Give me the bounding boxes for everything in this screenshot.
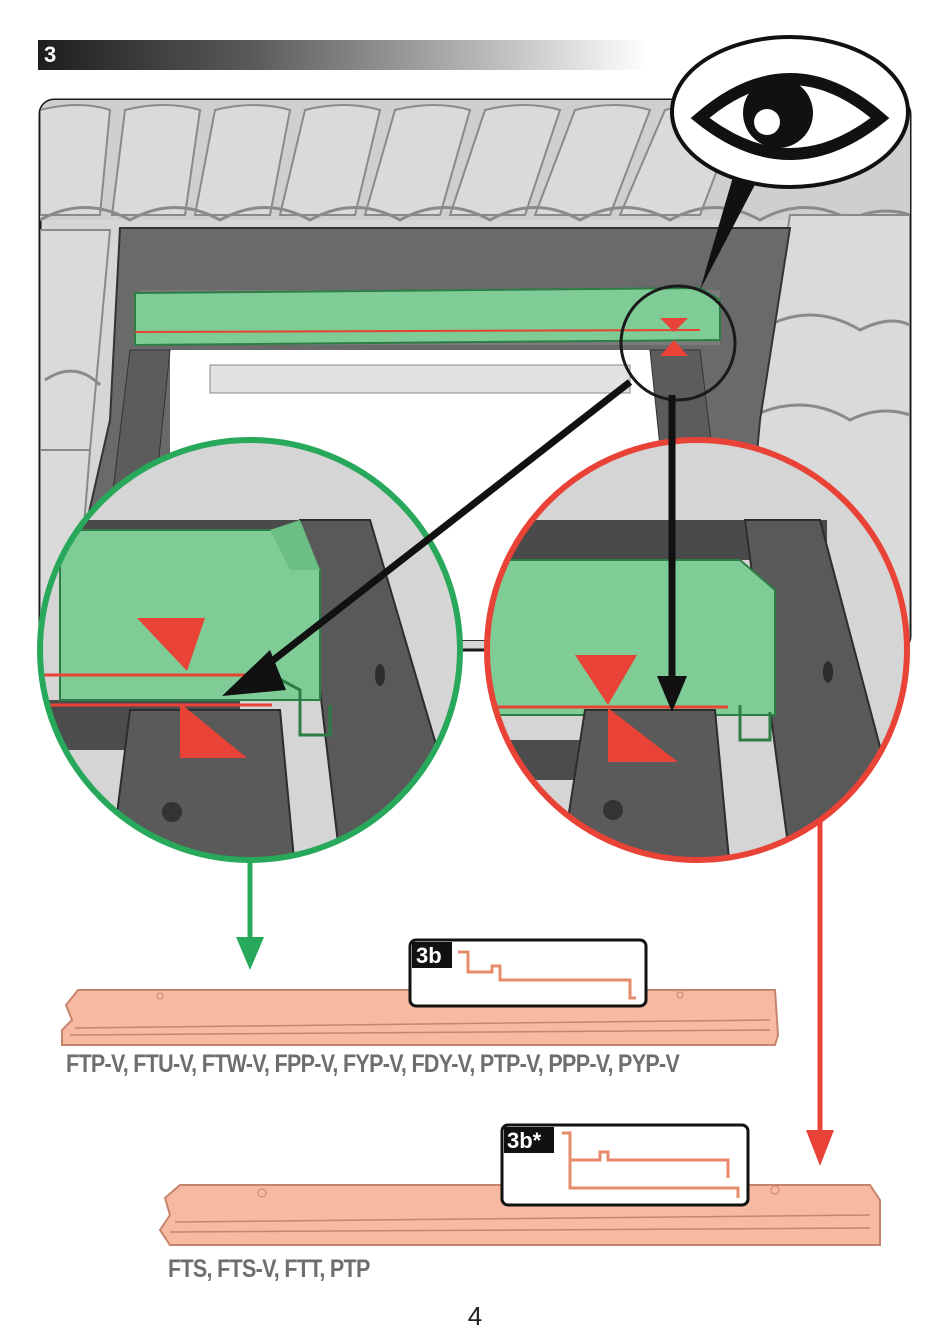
red-arrow — [806, 820, 834, 1166]
page-number: 4 — [0, 1301, 950, 1332]
model-list-group-b: FTS, FTS-V, FTT, PTP — [168, 1255, 370, 1284]
callout-3b-star: 3b* — [502, 1125, 748, 1205]
svg-text:3b: 3b — [416, 943, 442, 968]
correct-detail-view — [40, 440, 470, 870]
callout-3b: 3b — [410, 940, 646, 1006]
svg-text:3b*: 3b* — [507, 1128, 542, 1153]
green-arrow — [236, 860, 264, 970]
incorrect-detail-view — [487, 440, 910, 870]
model-list-group-a: FTP-V, FTU-V, FTW-V, FPP-V, FYP-V, FDY-V… — [66, 1050, 679, 1079]
